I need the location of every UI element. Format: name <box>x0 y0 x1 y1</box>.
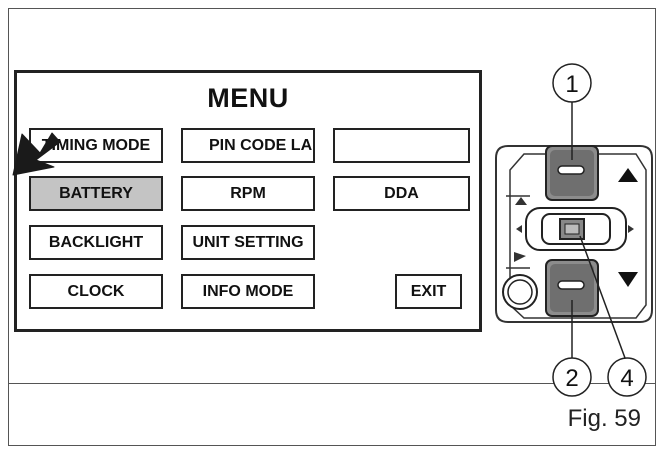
callout-leaders <box>571 100 626 359</box>
menu-button-battery[interactable]: BATTERY <box>29 176 163 211</box>
figure-frame <box>8 8 656 384</box>
figure-label: Fig. 59 <box>567 405 641 432</box>
menu-button-rpm[interactable]: RPM <box>181 176 315 211</box>
center-joystick <box>525 207 627 251</box>
figure-caption-box: Fig. 59 <box>8 383 656 446</box>
callout-1: 1 <box>552 63 592 103</box>
menu-button-dda[interactable]: DDA <box>333 176 470 211</box>
callout-2: 2 <box>552 357 592 397</box>
joystick-side-arrows <box>515 197 634 233</box>
menu-button-clock[interactable]: CLOCK <box>29 274 163 309</box>
menu-button-empty[interactable] <box>333 128 470 163</box>
menu-title: MENU <box>207 83 289 113</box>
down-arrow-icon <box>618 272 638 287</box>
menu-button-exit[interactable]: EXIT <box>395 274 462 309</box>
menu-button-backlight[interactable]: BACKLIGHT <box>29 225 163 260</box>
callout-4-label: 4 <box>620 365 633 392</box>
pointer-arrow-icon <box>12 132 61 176</box>
menu-button-info-mode[interactable]: INFO MODE <box>181 274 315 309</box>
down-button <box>545 259 599 317</box>
menu-button-unit-setting[interactable]: UNIT SETTING <box>181 225 315 260</box>
menu-button-pin-code-lap[interactable]: PIN CODE LAP <box>181 128 315 163</box>
menu-screen: MENU TIMING MODE PIN CODE LAP BATTERY RP… <box>14 70 482 332</box>
callout-4: 4 <box>607 357 647 397</box>
joystick-flag-icon <box>514 252 526 262</box>
callout-2-label: 2 <box>565 365 578 392</box>
callout-1-label: 1 <box>565 71 578 98</box>
up-arrow-icon <box>618 168 638 182</box>
